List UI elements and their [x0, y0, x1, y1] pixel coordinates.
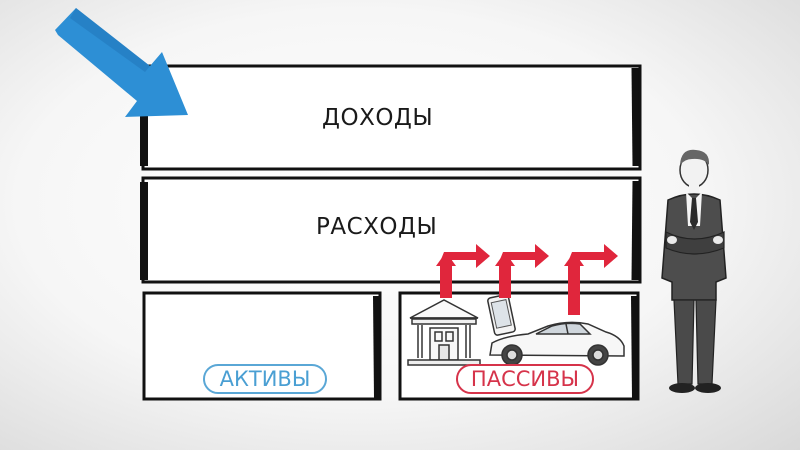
income-box	[140, 64, 642, 171]
car-icon	[489, 321, 625, 366]
income-label: ДОХОДЫ	[322, 105, 434, 131]
red-flow-arrow-icon	[436, 244, 618, 315]
expenses-label: РАСХОДЫ	[316, 214, 438, 240]
assets-label: АКТИВЫ	[203, 364, 327, 394]
bank-building-icon	[407, 299, 481, 366]
liabilities-label: ПАССИВЫ	[456, 364, 594, 394]
expenses-box	[140, 176, 642, 284]
businessman-figure	[661, 149, 727, 393]
pointer-arrow-icon	[55, 8, 188, 117]
smartphone-icon	[487, 293, 516, 336]
